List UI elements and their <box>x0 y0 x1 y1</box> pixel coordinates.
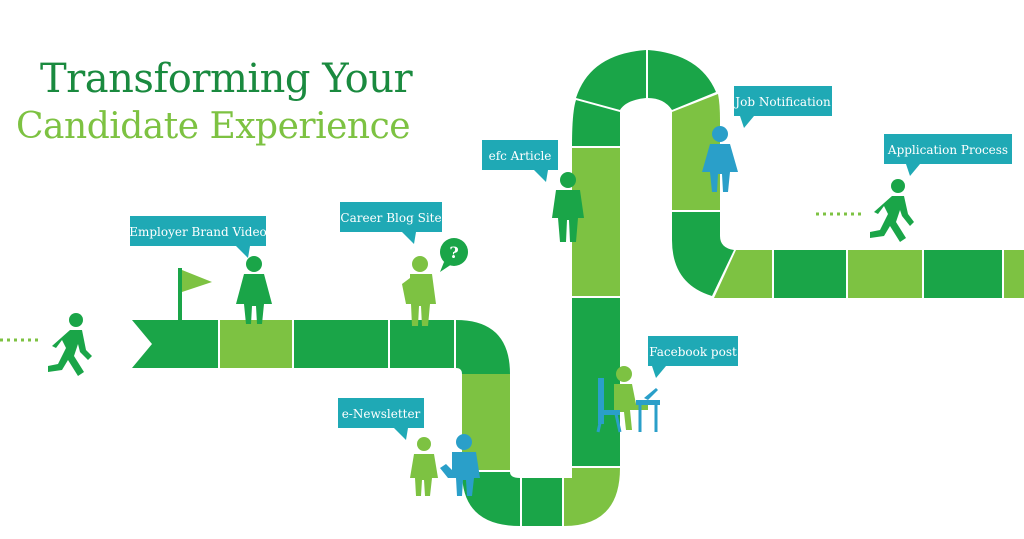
journey-path <box>132 50 1024 526</box>
path-segment <box>572 148 620 296</box>
path-segment <box>220 320 292 368</box>
woman-icon <box>236 256 272 324</box>
man-icon <box>552 172 584 242</box>
path-segment <box>774 250 846 298</box>
title-line-1: Transforming Your <box>40 56 413 102</box>
path-segment <box>564 468 620 526</box>
walking-person-icon <box>48 313 92 376</box>
callout-label: Career Blog Site <box>340 211 441 225</box>
question-bubble-icon: ? <box>440 238 468 272</box>
callout-e-newsletter: e-Newsletter <box>338 398 424 440</box>
path-segment <box>848 250 922 298</box>
path-segment <box>576 50 646 110</box>
path-segment-start <box>132 320 218 368</box>
two-people-icon <box>410 434 480 496</box>
callout-label: Application Process <box>887 143 1008 157</box>
woman-icon <box>702 126 738 192</box>
callout-label: Job Notification <box>733 95 831 109</box>
callout-career-blog-site: Career Blog Site <box>340 202 442 244</box>
path-segment <box>714 250 772 298</box>
path-segment <box>462 374 510 470</box>
callout-facebook-post: Facebook post <box>648 336 738 378</box>
question-mark: ? <box>449 243 458 262</box>
path-segment <box>522 478 562 526</box>
path-segment <box>294 320 388 368</box>
callout-label: efc Article <box>489 149 552 163</box>
path-segment <box>462 472 520 526</box>
title-line-2: Candidate Experience <box>16 106 411 147</box>
path-segment <box>924 250 1002 298</box>
callout-efc-article: efc Article <box>482 140 558 182</box>
callout-label: Facebook post <box>649 345 737 359</box>
callout-job-notification: Job Notification <box>733 86 832 128</box>
callout-label: Employer Brand Video <box>129 225 267 239</box>
path-segment <box>648 50 716 110</box>
callout-application-process: Application Process <box>884 134 1012 176</box>
walking-person-icon <box>870 179 914 242</box>
callout-label: e-Newsletter <box>342 407 421 421</box>
callout-employer-brand-video: Employer Brand Video <box>129 216 267 258</box>
path-segment <box>456 320 510 374</box>
path-segment <box>572 100 620 146</box>
thinking-man-icon <box>402 256 436 326</box>
path-segment <box>1004 250 1024 298</box>
path-segment <box>572 298 620 466</box>
person-at-computer-icon <box>596 366 660 433</box>
path-segment <box>390 320 454 368</box>
start-flag-icon <box>178 268 212 328</box>
path-segment <box>672 212 734 296</box>
path-segment <box>672 94 720 210</box>
